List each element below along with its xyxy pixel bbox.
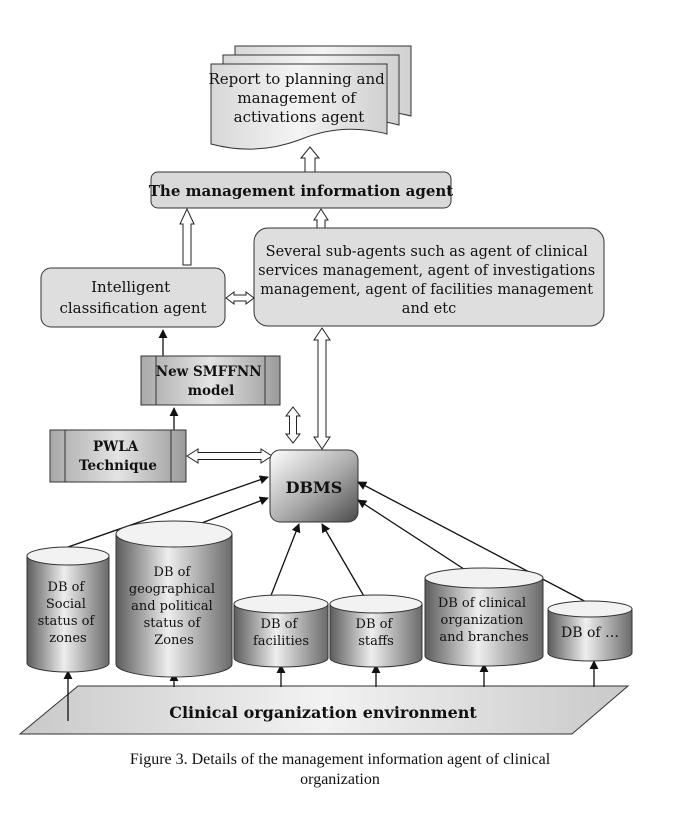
figure-caption: Figure 3. Details of the management info… (0, 750, 680, 790)
clinical-environment-platform: Clinical organization environment (18, 685, 630, 735)
dbms-box: DBMS (269, 449, 359, 523)
arrow-clinical-to-dbms (357, 499, 471, 574)
sub-agents-line-2: services management, agent of investigat… (258, 263, 595, 279)
db-geo-line-3: and political (131, 599, 213, 614)
db-geo-line-1: DB of (154, 565, 192, 580)
db-other-cylinder: DB of … (547, 600, 633, 662)
db-social-line-4: zones (49, 631, 86, 646)
arrow-subagents-to-management (313, 208, 329, 229)
arrow-social-to-dbms (67, 475, 269, 548)
arrow-classification-subagents (225, 291, 255, 305)
arrow-classification-to-management (179, 207, 195, 266)
sub-agents-line-3: management, agent of facilities manageme… (260, 282, 593, 298)
classification-line-1: Intelligent (91, 278, 170, 296)
db-social-line-2: Social (46, 597, 86, 612)
db-social-label: DB of Social status of zones (38, 580, 99, 646)
pwla-label: PWLA Technique (79, 439, 157, 474)
db-facilities-line-1: DB of (261, 617, 299, 632)
report-document-stack: Report to planning and management of act… (208, 45, 412, 150)
pwla-technique-box: PWLA Technique (49, 429, 187, 483)
db-staffs-line-1: DB of (356, 617, 394, 632)
pwla-line-2: Technique (79, 458, 157, 474)
sub-agents-box: Several sub-agents such as agent of clin… (253, 227, 605, 327)
db-geo-line-4: status of (144, 616, 202, 631)
db-clinical-line-1: DB of clinical (438, 596, 526, 611)
report-line-1: Report to planning and (208, 70, 385, 88)
arrow-other-to-dbms (357, 481, 591, 605)
pwla-line-1: PWLA (93, 439, 139, 455)
db-staffs-line-2: staffs (358, 634, 394, 649)
db-staffs-cylinder: DB of staffs (329, 594, 423, 668)
db-clinical-line-2: organization (441, 613, 524, 628)
arrow-smffnn-dbms (284, 406, 302, 444)
report-line-3: activations agent (234, 108, 365, 126)
arrow-management-to-report (299, 146, 321, 173)
sub-agents-line-4: and etc (402, 301, 456, 317)
db-social-cylinder: DB of Social status of zones (26, 546, 110, 673)
environment-label: Clinical organization environment (169, 703, 477, 722)
db-clinical-line-3: and branches (439, 630, 528, 645)
report-document-label: Report to planning and management of act… (208, 70, 389, 126)
db-staffs-label: DB of staffs (356, 617, 397, 649)
db-clinical-cylinder: DB of clinical organization and branches (424, 567, 544, 667)
arrow-subagents-dbms (313, 327, 331, 450)
db-facilities-cylinder: DB of facilities (233, 594, 329, 668)
arrow-pwla-dbms (186, 448, 273, 464)
management-information-agent: The management information agent (149, 171, 454, 209)
db-geographical-label: DB of geographical and political status … (129, 565, 219, 648)
db-other-label: DB of … (561, 625, 619, 641)
smffnn-line-2: model (188, 383, 234, 399)
smffnn-line-1: New SMFFNN (156, 364, 262, 380)
dbms-label: DBMS (286, 478, 343, 497)
db-social-line-1: DB of (48, 580, 86, 595)
db-geo-line-2: geographical (129, 582, 215, 597)
db-geo-line-5: Zones (154, 633, 194, 648)
classification-agent-label: Intelligent classification agent (59, 278, 206, 317)
sub-agents-line-1: Several sub-agents such as agent of clin… (266, 244, 588, 260)
classification-agent-box: Intelligent classification agent (40, 267, 226, 328)
smffnn-model-box: New SMFFNN model (140, 355, 281, 406)
caption-line-2: organization (300, 771, 380, 788)
db-facilities-line-2: facilities (253, 634, 309, 649)
db-geographical-cylinder: DB of geographical and political status … (115, 520, 233, 678)
caption-line-1: Figure 3. Details of the management info… (129, 751, 551, 768)
arrow-staffs-to-dbms (321, 523, 366, 599)
environment-to-db-arrows (63, 660, 599, 721)
db-clinical-label: DB of clinical organization and branches (438, 596, 530, 645)
report-line-2: management of (237, 89, 357, 107)
db-to-dbms-arrows (67, 475, 591, 605)
db-facilities-label: DB of facilities (253, 617, 309, 649)
classification-line-2: classification agent (59, 299, 206, 317)
smffnn-label: New SMFFNN model (156, 364, 267, 399)
arrow-facilities-to-dbms (269, 523, 301, 599)
management-agent-label: The management information agent (149, 182, 454, 200)
db-social-line-3: status of (38, 614, 96, 629)
sub-agents-label: Several sub-agents such as agent of clin… (258, 244, 600, 317)
